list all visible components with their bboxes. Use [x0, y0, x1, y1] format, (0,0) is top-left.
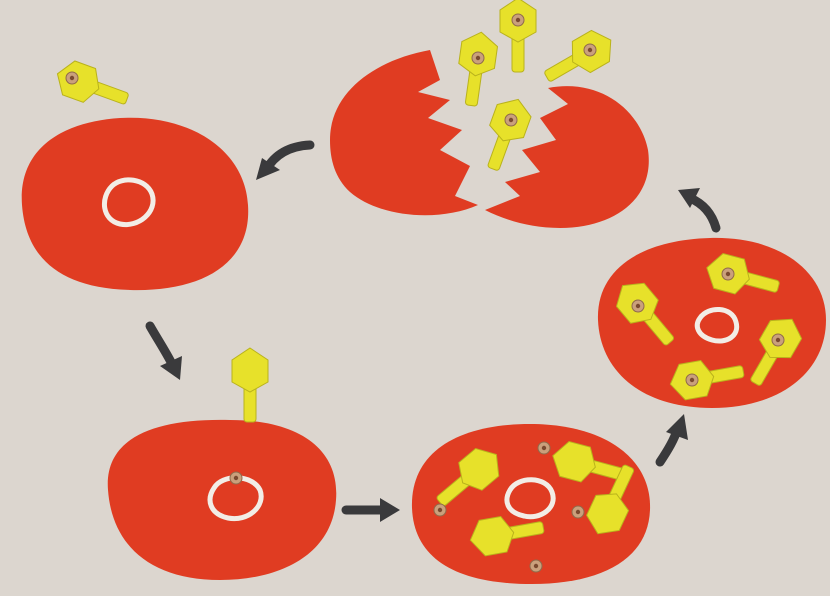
bead-r2	[434, 504, 446, 516]
injected-dna-bead	[230, 472, 242, 484]
released-phage-bead-2	[512, 14, 524, 26]
bead-r4	[530, 560, 542, 572]
attachment-cell	[108, 420, 337, 580]
released-phage-bead-1	[472, 52, 484, 64]
released-phage-bead-4	[505, 114, 517, 126]
bead-r3	[572, 506, 584, 518]
released-phage-bead-3	[584, 44, 596, 56]
bead-a2	[632, 300, 644, 312]
bead-a3	[772, 334, 784, 346]
bead-topleft	[66, 72, 78, 84]
host-cell-topleft	[22, 118, 248, 290]
bead-a4	[686, 374, 698, 386]
bead-a1	[722, 268, 734, 280]
bead-r1	[538, 442, 550, 454]
